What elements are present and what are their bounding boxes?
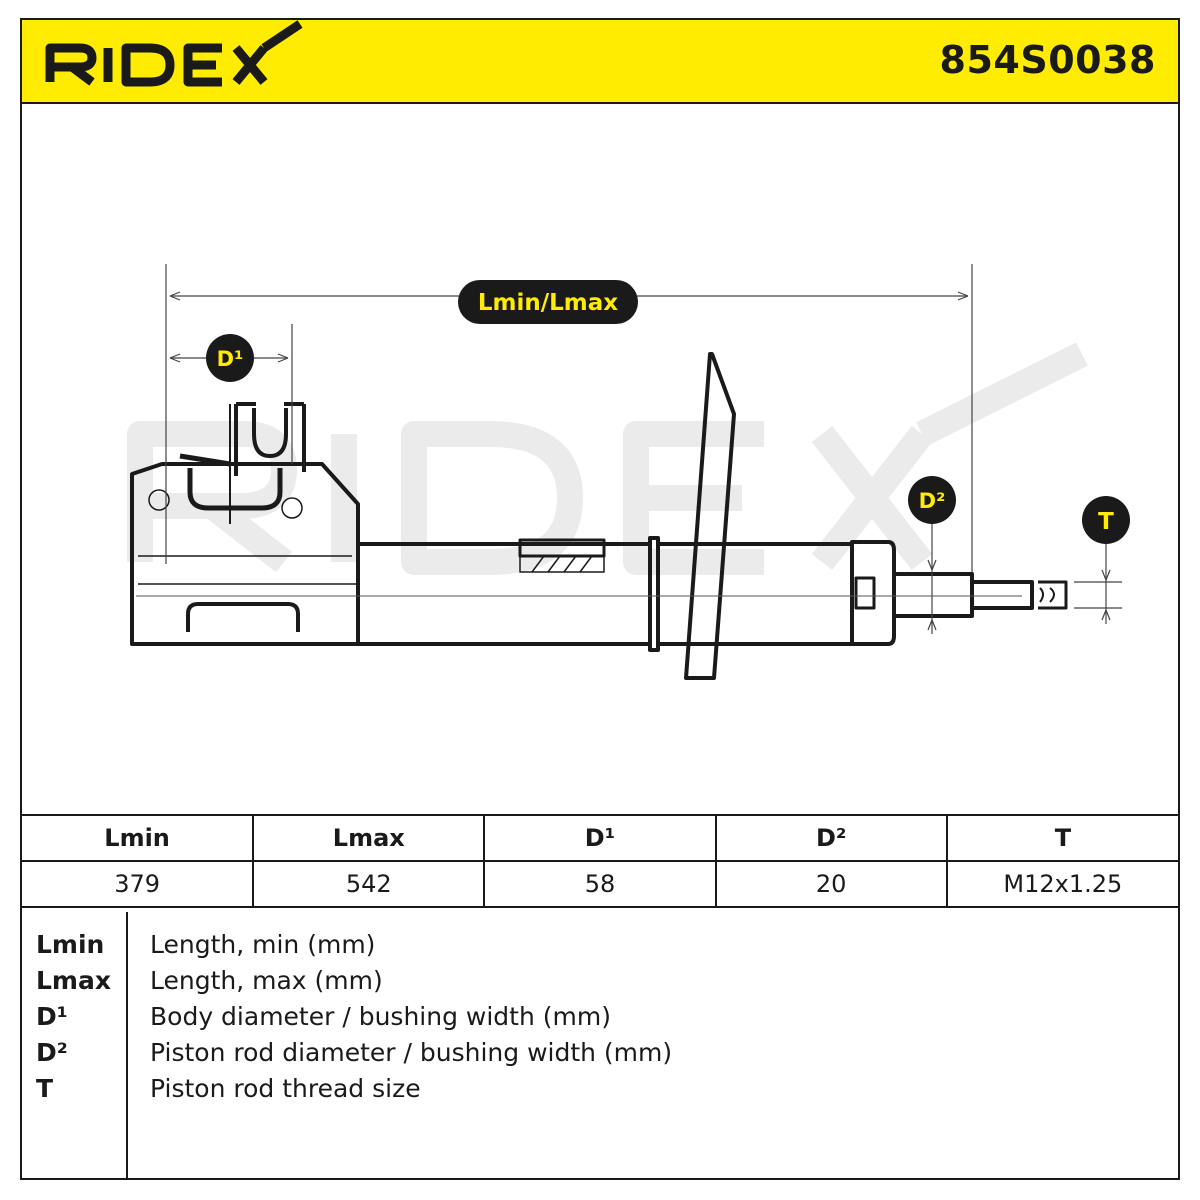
legend-text: Body diameter / bushing width (mm) [150,1002,611,1031]
ridex-logo [45,20,303,87]
spec-value-row: 379 542 58 20 M12x1.25 [22,860,1178,908]
thread-label: T [1082,496,1130,544]
legend-key: T [36,1074,54,1103]
svg-text:Lmin/Lmax: Lmin/Lmax [478,290,618,316]
legend-divider [126,912,128,1178]
spec-value-t: M12x1.25 [945,860,1178,908]
technical-drawing: Lmin/Lmax D¹ D² T [22,104,1178,814]
legend-row: T Piston rod thread size [22,1074,1178,1110]
spec-value-d1: 58 [483,860,717,908]
legend-row: D¹ Body diameter / bushing width (mm) [22,1002,1178,1038]
legend-row: Lmin Length, min (mm) [22,930,1178,966]
legend-text: Length, max (mm) [150,966,383,995]
spec-header-row: Lmin Lmax D¹ D² T [22,814,1178,862]
length-label: Lmin/Lmax [458,280,638,324]
legend: Lmin Length, min (mm) Lmax Length, max (… [22,912,1178,1178]
spec-value-lmin: 379 [22,860,255,908]
d1-label: D¹ [206,334,254,382]
legend-text: Piston rod thread size [150,1074,421,1103]
legend-key: Lmax [36,966,111,995]
spec-value-lmax: 542 [252,860,486,908]
svg-text:D²: D² [919,489,946,513]
legend-text: Length, min (mm) [150,930,376,959]
shock-absorber-drawing: Lmin/Lmax D¹ D² T [127,264,1130,680]
spec-table: Lmin Lmax D¹ D² T 379 542 58 20 M12x1.25 [22,814,1178,908]
spec-value-d2: 20 [714,860,948,908]
document-frame: 854S0038 [20,18,1180,1180]
spec-header-lmin: Lmin [22,814,255,862]
legend-key: Lmin [36,930,105,959]
spec-header-d1: D¹ [483,814,717,862]
header-bar: 854S0038 [22,20,1178,104]
spec-header-lmax: Lmax [252,814,486,862]
legend-row: D² Piston rod diameter / bushing width (… [22,1038,1178,1074]
watermark-logo [127,342,1088,575]
legend-text: Piston rod diameter / bushing width (mm) [150,1038,673,1067]
part-number: 854S0038 [939,38,1156,82]
legend-row: Lmax Length, max (mm) [22,966,1178,1002]
legend-key: D¹ [36,1002,68,1031]
d2-label: D² [908,476,956,524]
svg-text:D¹: D¹ [217,347,244,371]
legend-key: D² [36,1038,68,1067]
spec-header-d2: D² [714,814,948,862]
spec-header-t: T [945,814,1178,862]
svg-text:T: T [1098,509,1114,535]
